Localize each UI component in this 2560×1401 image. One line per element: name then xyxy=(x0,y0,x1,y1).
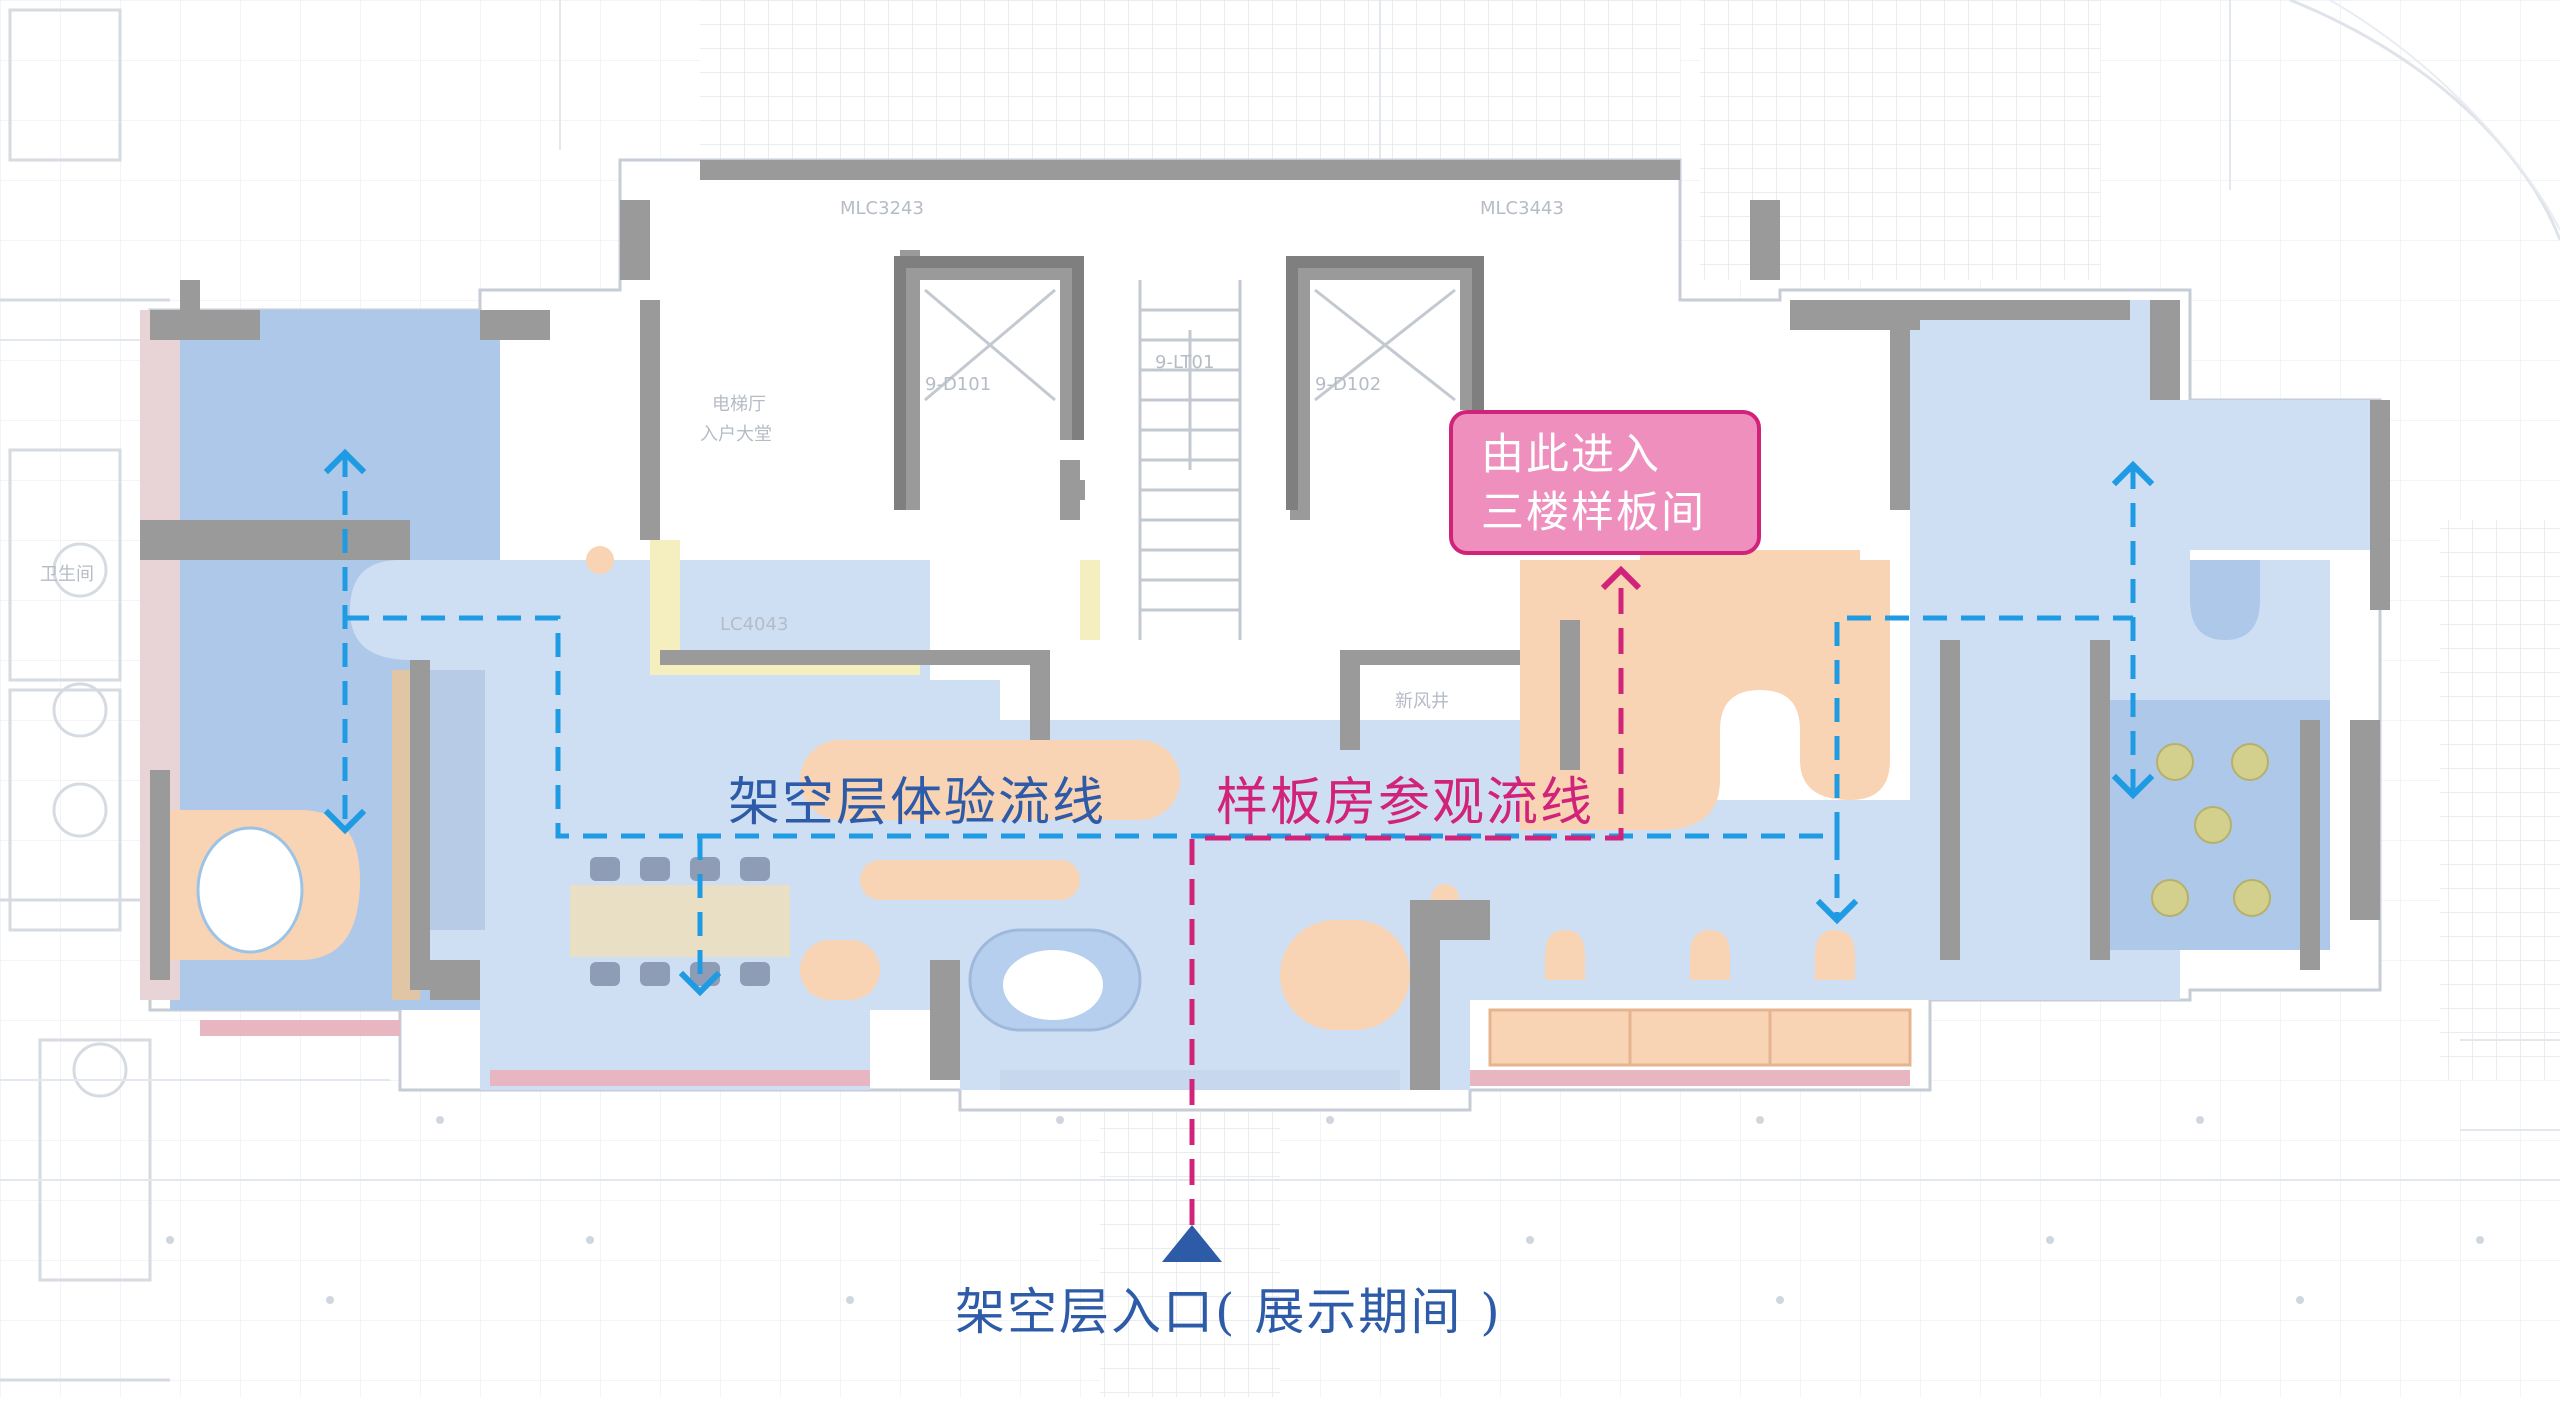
showroom-route xyxy=(1189,565,1642,1225)
third-floor-callout: 由此进入 三楼样板间 xyxy=(1449,410,1761,555)
callout-line-1: 由此进入 xyxy=(1481,430,1661,480)
arrowhead-icon xyxy=(678,970,722,997)
triangle-entrance-icon xyxy=(1162,1225,1222,1262)
window-label-lc4043: LC4043 xyxy=(720,614,788,635)
stair-lines xyxy=(924,280,1456,640)
arrowhead-icon xyxy=(2111,460,2155,487)
window-label-right: MLC3443 xyxy=(1480,198,1564,219)
room-fills xyxy=(140,300,2380,1090)
arrowhead-icon xyxy=(323,808,367,835)
experience-route-arrowheads xyxy=(323,448,2155,997)
arrowhead-icon xyxy=(1600,565,1642,591)
lobby-label-1: 电梯厅 xyxy=(712,394,766,415)
fresh-air-shaft-label: 新风井 xyxy=(1395,691,1449,712)
toilet-label: 卫生间 xyxy=(40,564,94,585)
elevator-label-right: 9-D102 xyxy=(1315,374,1381,395)
arrowhead-icon xyxy=(2111,773,2155,800)
stair-label: 9-LT01 xyxy=(1155,352,1214,373)
experience-route xyxy=(342,453,2136,990)
core-elevators-stair xyxy=(894,256,1484,510)
plan-labels: 电梯厅 入户大堂 MLC3243 MLC3443 LC4043 9-D101 9… xyxy=(40,198,1564,712)
window-label-left: MLC3243 xyxy=(840,198,924,219)
entrance-label: 架空层入口( 展示期间 ) xyxy=(955,1283,1502,1341)
elevator-label-left: 9-D101 xyxy=(925,374,991,395)
showroom-route-label: 样板房参观流线 xyxy=(1216,773,1595,833)
callout-line-2: 三楼样板间 xyxy=(1481,488,1706,538)
lobby-label-2: 入户大堂 xyxy=(700,424,772,445)
arrowhead-icon xyxy=(323,448,367,475)
experience-route-label: 架空层体验流线 xyxy=(728,773,1107,833)
arrowhead-icon xyxy=(1815,898,1859,925)
